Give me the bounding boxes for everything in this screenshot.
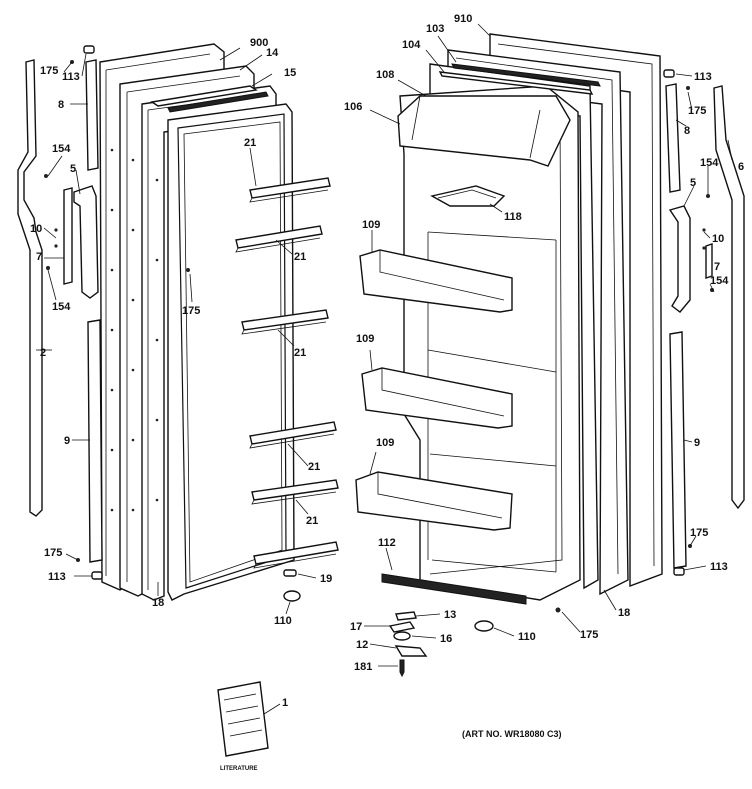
- left-handle-bar-2: [17, 59, 43, 517]
- callout-2: 2: [40, 347, 46, 359]
- callout-10-left: 10: [30, 223, 42, 235]
- hinge-part-12: [394, 645, 428, 657]
- callout-900: 900: [250, 37, 268, 49]
- callout-113-right-bottom: 113: [710, 561, 728, 573]
- left-door-stop-19: [283, 569, 297, 577]
- callout-7-left: 7: [36, 251, 42, 263]
- left-panel-rivets: [110, 148, 159, 512]
- callout-21-e: 21: [306, 515, 318, 527]
- left-hinge-cap-113-bottom: [91, 571, 103, 580]
- callout-181: 181: [354, 661, 372, 673]
- hinge-screw-181: [399, 659, 405, 678]
- callout-175-right-bottom-center: 175: [580, 629, 598, 641]
- callout-9-right: 9: [694, 437, 700, 449]
- callout-17: 17: [350, 621, 362, 633]
- callout-175-left-top: 175: [40, 65, 58, 77]
- callout-113-right-top: 113: [694, 71, 712, 83]
- callout-154-right-bottom: 154: [710, 275, 729, 287]
- callout-12: 12: [356, 639, 368, 651]
- left-trim-strip-8: [85, 59, 99, 171]
- left-top-trim-15: [167, 91, 269, 113]
- hinge-part-17: [388, 621, 416, 633]
- literature-booklet: LITERATURE: [217, 681, 269, 772]
- callout-18-left: 18: [152, 597, 164, 609]
- right-top-trim-103: [451, 63, 601, 87]
- callout-8-right: 8: [684, 125, 690, 137]
- callout-1: 1: [282, 697, 288, 709]
- right-handle-5: [668, 205, 691, 313]
- hinge-part-13: [395, 611, 417, 621]
- callout-910: 910: [454, 13, 472, 25]
- callout-109-top: 109: [362, 219, 380, 231]
- callout-109-middle: 109: [356, 333, 374, 345]
- callout-175-left-mid: 175: [182, 305, 200, 317]
- right-dairy-compartment-106: [397, 95, 571, 167]
- left-inner-door-liner: [167, 103, 295, 601]
- callout-5-left: 5: [70, 163, 76, 175]
- left-hinge-cap-113-top: [83, 45, 95, 54]
- left-door-gasket: [141, 85, 277, 601]
- callout-5-right: 5: [690, 177, 696, 189]
- callout-154-left-top: 154: [52, 143, 71, 155]
- callout-104: 104: [402, 39, 421, 51]
- hinge-part-16: [393, 631, 411, 641]
- callout-109-bottom: 109: [376, 437, 394, 449]
- callout-6: 6: [738, 161, 744, 173]
- right-strip-9: [669, 331, 687, 569]
- left-handle-5: [73, 185, 99, 299]
- literature-label: LITERATURE: [220, 766, 258, 772]
- callout-112: 112: [378, 537, 396, 549]
- callout-13: 13: [444, 609, 456, 621]
- right-hinge-cap-113-bottom: [673, 567, 685, 576]
- left-strip-7: [63, 187, 73, 285]
- callout-154-left-bottom: 154: [52, 301, 71, 313]
- callout-154-right-top: 154: [700, 157, 719, 169]
- callout-21-d: 21: [308, 461, 320, 473]
- left-door-assembly: [17, 43, 339, 602]
- callout-175-right-bottom: 175: [690, 527, 708, 539]
- callout-106: 106: [344, 101, 362, 113]
- right-door-bins: [355, 249, 513, 531]
- right-bottom-bin-112: [381, 573, 527, 605]
- callout-108: 108: [376, 69, 394, 81]
- callout-9-left: 9: [64, 435, 70, 447]
- right-egg-tray-118: [430, 185, 506, 207]
- left-top-trim-14: [150, 85, 258, 107]
- callout-21-b: 21: [294, 251, 306, 263]
- right-door-assembly: [355, 33, 745, 632]
- callout-21-a: 21: [244, 137, 256, 149]
- right-trim-strip-8: [665, 83, 681, 193]
- right-top-trim-104: [438, 71, 594, 95]
- callout-113-left-bottom: 113: [48, 571, 66, 583]
- right-strip-7: [705, 243, 713, 279]
- right-door-stop-110: [474, 620, 494, 632]
- left-door-shelves: [235, 177, 339, 569]
- callout-110-left: 110: [274, 615, 292, 627]
- callout-15: 15: [284, 67, 296, 79]
- callout-19: 19: [320, 573, 332, 585]
- hinge-parts: [388, 611, 428, 678]
- callout-18-right: 18: [618, 607, 630, 619]
- callout-175-left-bottom: 175: [44, 547, 62, 559]
- right-hinge-cap-113-top: [663, 69, 675, 78]
- left-strip-9: [87, 319, 103, 563]
- leader-lines: [36, 23, 733, 715]
- callout-175-right-top: 175: [688, 105, 706, 117]
- callout-110-right: 110: [518, 631, 536, 643]
- art-number: (ART NO. WR18080 C3): [462, 729, 562, 739]
- callout-113-left-top: 113: [62, 71, 80, 83]
- callout-21-c: 21: [294, 347, 306, 359]
- callout-14: 14: [266, 47, 279, 59]
- right-handle-bar-6: [713, 85, 745, 510]
- callout-10-right: 10: [712, 233, 724, 245]
- callout-16: 16: [440, 633, 452, 645]
- left-door-stop-110: [283, 590, 301, 602]
- callout-118: 118: [504, 211, 522, 223]
- callout-7-right: 7: [714, 261, 720, 273]
- callout-labels: 900 14 15 175 113 8 154 5 10 7 154 2 21 …: [30, 13, 744, 709]
- callout-8-left: 8: [58, 99, 64, 111]
- callout-103: 103: [426, 23, 444, 35]
